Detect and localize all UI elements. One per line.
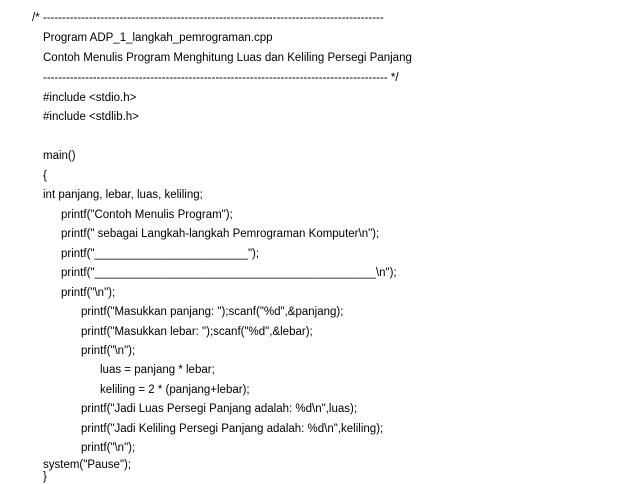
code-line-output-luas: printf("Jadi Luas Persegi Panjang adalah… [81, 403, 358, 415]
code-line-output-keliling: printf("Jadi Keliling Persegi Panjang ad… [81, 423, 384, 435]
code-line-description: Contoh Menulis Program Menghitung Luas d… [43, 52, 412, 64]
code-line-printf-newline-2: printf("\n"); [81, 345, 136, 357]
code-line-comment-end: ----------------------------------------… [43, 72, 399, 84]
code-line-input-panjang: printf("Masukkan panjang: ");scanf("%d",… [81, 306, 344, 318]
code-line-printf-newline-1: printf("\n"); [61, 287, 116, 299]
code-line-printf-newline-3: printf("\n"); [81, 442, 136, 454]
code-line-include-stdio: #include <stdio.h> [43, 92, 137, 104]
code-line-include-stdlib: #include <stdlib.h> [43, 111, 139, 123]
code-line-printf-underline-1: printf("________________________"); [61, 248, 260, 260]
code-line-comment-start: /* -------------------------------------… [32, 12, 384, 24]
code-line-declarations: int panjang, lebar, luas, keliling; [43, 189, 203, 201]
code-line-close-brace: } [43, 471, 47, 483]
code-line-program-name: Program ADP_1_langkah_pemrograman.cpp [43, 32, 273, 44]
code-line-main: main() [43, 150, 76, 162]
code-line-calc-keliling: keliling = 2 * (panjang+lebar); [100, 384, 250, 396]
code-line-input-lebar: printf("Masukkan lebar: ");scanf("%d",&l… [81, 326, 313, 338]
code-line-open-brace: { [43, 170, 47, 182]
code-line-system-pause: system("Pause"); [43, 459, 132, 471]
code-line-printf-subtitle: printf(" sebagai Langkah-langkah Pemrogr… [61, 228, 380, 240]
code-line-printf-title: printf("Contoh Menulis Program"); [61, 209, 233, 221]
code-line-calc-luas: luas = panjang * lebar; [100, 364, 215, 376]
code-line-printf-underline-2: printf("________________________________… [61, 267, 397, 279]
